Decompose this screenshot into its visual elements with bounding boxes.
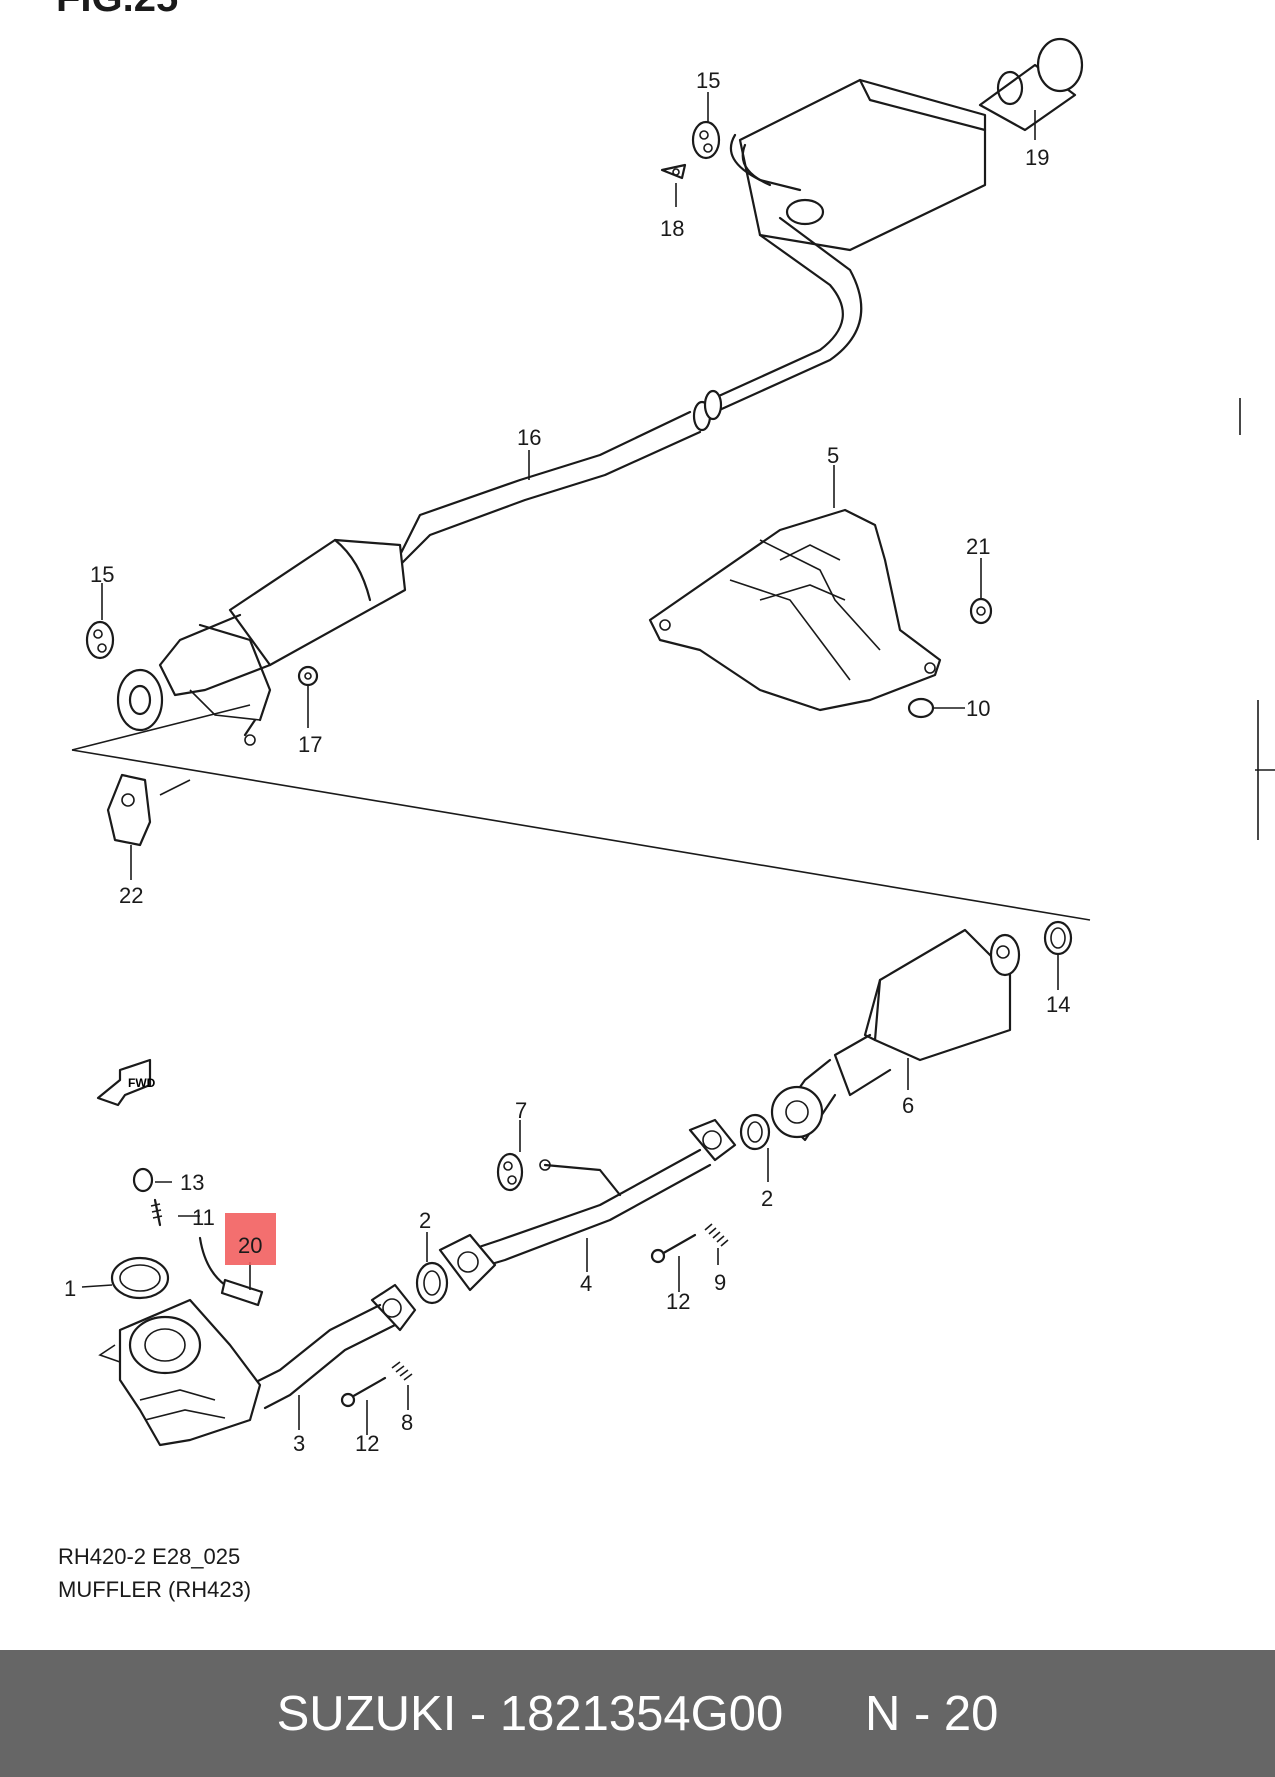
center-pipe [398, 216, 863, 567]
bolt-12-right [650, 1233, 697, 1264]
callout-11: 11 [192, 1205, 215, 1230]
edge-mark [1255, 700, 1275, 840]
center-muffler [116, 538, 407, 746]
callout-22: 22 [119, 883, 143, 908]
heat-shield [648, 508, 942, 712]
gasket-2-left [415, 1261, 449, 1305]
bracket-22 [106, 773, 152, 847]
hanger-7 [496, 1152, 524, 1192]
callout-3: 3 [293, 1431, 305, 1456]
flange-6 [770, 1085, 824, 1139]
nut-13 [132, 1167, 154, 1193]
fwd-label: FWD [128, 1076, 156, 1090]
tail-pipe [978, 37, 1084, 132]
callout-18: 18 [660, 216, 684, 241]
callout-7: 7 [515, 1098, 527, 1123]
spring-9 [704, 1223, 729, 1247]
reference-number: N - 20 [864, 1686, 999, 1741]
exhaust-diagram: FWD 15 19 18 16 5 21 15 17 10 2 [64, 37, 1275, 1456]
grommet-17 [297, 665, 319, 687]
callout-13: 13 [180, 1170, 204, 1195]
callout-2-right: 2 [761, 1186, 773, 1211]
callout-15-top: 15 [696, 68, 720, 93]
nut-21 [969, 597, 993, 625]
hanger-15-left [85, 620, 115, 660]
callout-6: 6 [902, 1093, 914, 1118]
callout-5: 5 [827, 443, 839, 468]
rear-muffler [729, 78, 987, 252]
assembly-line-left [71, 704, 251, 751]
part-number: 1821354G00 [499, 1686, 784, 1741]
callout-19: 19 [1025, 145, 1049, 170]
clip-18 [660, 163, 687, 180]
callout-12-right: 12 [666, 1289, 690, 1314]
hanger-15-top [691, 120, 721, 160]
assembly-dash [159, 779, 191, 796]
front-pipe-3 [248, 1283, 417, 1410]
fwd-arrow-icon: FWD [96, 1058, 156, 1107]
callout-2-left: 2 [419, 1208, 431, 1233]
callout-17: 17 [298, 732, 322, 757]
brand-name: SUZUKI [276, 1686, 457, 1741]
footer-separator: - [456, 1686, 500, 1741]
gasket-1 [110, 1256, 170, 1300]
spring-8 [391, 1361, 413, 1381]
leader-lines [81, 92, 1059, 1435]
catalytic-converter [778, 928, 1021, 1142]
bolt-12-left [340, 1376, 387, 1408]
callout-4: 4 [580, 1271, 592, 1296]
front-pipe-4 [438, 1118, 737, 1292]
part-footer-bar: SUZUKI - 1821354G00 N - 20 [0, 1650, 1275, 1777]
callout-10: 10 [966, 696, 990, 721]
callout-20-highlighted: 20 [238, 1233, 262, 1258]
gasket-14 [1043, 920, 1073, 956]
callout-9: 9 [714, 1270, 726, 1295]
assembly-line [71, 749, 1091, 921]
stud-11 [150, 1198, 163, 1227]
front-catalyst [98, 1298, 262, 1447]
highlight-box [225, 1213, 276, 1265]
callout-8: 8 [401, 1410, 413, 1435]
callout-12-left: 12 [355, 1431, 379, 1456]
callout-21: 21 [966, 534, 990, 559]
gasket-2-right [739, 1113, 771, 1151]
callout-15-left: 15 [90, 562, 114, 587]
figure-title: FIG.25 [56, 0, 178, 21]
callout-1: 1 [64, 1276, 76, 1301]
nut-10 [907, 697, 935, 719]
figure-caption: MUFFLER (RH423) [58, 1577, 252, 1602]
callout-14: 14 [1046, 992, 1070, 1017]
callout-16: 16 [517, 425, 541, 450]
figure-code: RH420-2 E28_025 [58, 1544, 241, 1569]
